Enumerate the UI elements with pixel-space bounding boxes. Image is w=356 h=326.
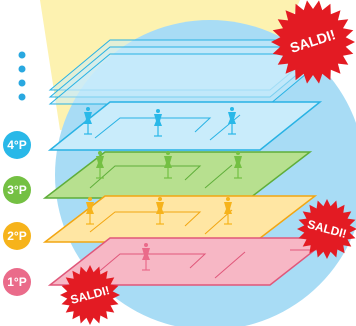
floor-badge-1: 1°P [3,268,31,296]
mannequin-icon [228,107,236,135]
floor-badge-3: 3°P [3,176,31,204]
mannequin-icon [96,151,104,179]
sale-burst-top: SALDI! [271,0,355,84]
floor-label-4: 4°P [7,138,26,152]
sale-burst-right: SALDI! [297,199,356,259]
mannequin-icon [142,243,150,271]
mannequin-icon [224,197,232,225]
floor-label-3: 3°P [7,183,26,197]
floor-label-2: 2°P [7,229,26,243]
floor-badge-4: 4°P [3,131,31,159]
floor-label-1: 1°P [7,275,26,289]
mannequin-icon [234,151,242,179]
sale-burst-bottom: SALDI! [60,265,120,325]
mannequin-icon [164,151,172,179]
sale-burst-icon [60,265,120,325]
floor-badge-2: 2°P [3,222,31,250]
mannequin-icon [86,197,94,225]
sale-burst-icon [297,199,356,259]
sale-burst-icon [271,0,355,84]
mannequin-icon [156,197,164,225]
mannequin-icon [154,109,162,137]
mannequin-icon [84,107,92,135]
mannequins [84,107,242,271]
floor-3-plate [42,151,313,199]
progress-dots [18,51,26,101]
